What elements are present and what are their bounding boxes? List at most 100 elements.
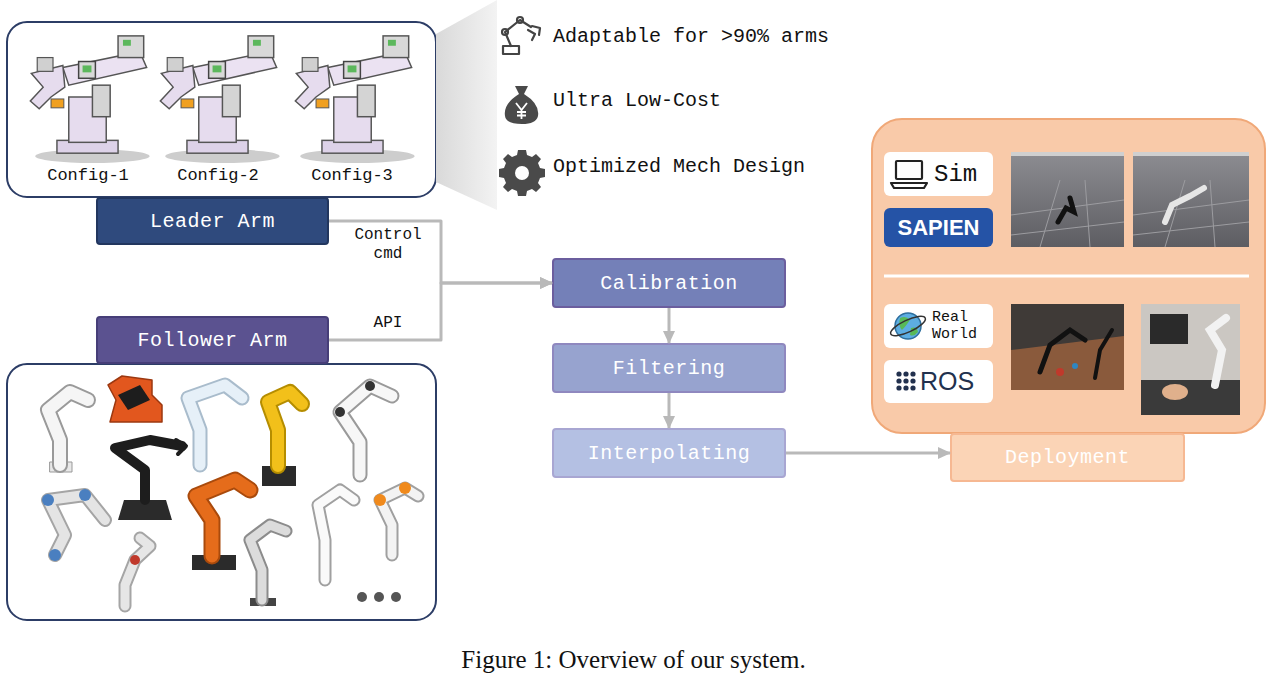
- laptop-icon: [891, 183, 927, 188]
- config-label: Config-3: [302, 166, 402, 185]
- robot-gallery-panel: [7, 364, 436, 620]
- node-text: Interpolating: [588, 442, 751, 465]
- config-panel: [7, 22, 436, 197]
- robot-arm-drawing: [48, 495, 105, 555]
- robot-arm-drawing: [48, 392, 88, 465]
- robot-arm-drawing: [250, 525, 286, 600]
- config-panel: [160, 36, 279, 163]
- gear-icon: [499, 150, 545, 196]
- ros-dots-icon: [896, 378, 901, 383]
- node-text: Filtering: [613, 357, 726, 380]
- robot-arm-drawing: [108, 376, 162, 422]
- robot-arm-drawing: [48, 495, 105, 555]
- feature-text: Adaptable for >90% arms: [553, 25, 829, 48]
- real-world-photo: [1011, 304, 1124, 390]
- sim-screenshot: [1011, 152, 1124, 156]
- config-panel: [30, 36, 149, 163]
- robot-arm-drawing: [340, 386, 392, 475]
- robot-arm-icon: [502, 29, 508, 35]
- robot-arm-drawing: [115, 440, 182, 500]
- robot-arm-drawing: [42, 494, 54, 506]
- deployment-box: Deployment: [950, 433, 1185, 482]
- ros-dots-icon: [896, 385, 901, 390]
- laptop-icon: [896, 161, 922, 179]
- sim-screenshot: [1058, 198, 1074, 222]
- gear-icon: [515, 166, 529, 180]
- ellipsis-dots: [357, 592, 401, 602]
- robot-arm-icon: [528, 30, 535, 40]
- platform-badge: ROS: [884, 360, 993, 403]
- globe-icon: [888, 313, 928, 340]
- robot-arm-drawing: [188, 385, 242, 465]
- robot-arm-drawing: [48, 392, 88, 465]
- robot-arm-drawing: [125, 538, 150, 606]
- config-label: Config-2: [168, 166, 268, 185]
- sim-screenshot: [1165, 188, 1204, 222]
- robot-arm-drawing: [125, 538, 150, 606]
- flow-connector: [329, 221, 552, 283]
- ellipsis-dots: [391, 592, 401, 602]
- node-text: Deployment: [1005, 446, 1130, 469]
- ros-dots-icon: [896, 371, 901, 376]
- ellipsis-dots: [357, 592, 367, 602]
- figure-caption: Figure 1: Overview of our system.: [0, 646, 1267, 674]
- gear-icon: [499, 150, 545, 196]
- callout-fan: [436, 0, 497, 210]
- flow-connector: [668, 308, 671, 343]
- ellipsis-dots: [374, 592, 384, 602]
- leader-arm-box: Leader Arm: [96, 197, 329, 245]
- money-bag-icon: [505, 86, 538, 124]
- robot-arm-drawing: [340, 386, 392, 475]
- node-text: Real World: [932, 309, 990, 343]
- feature-text: Ultra Low-Cost: [553, 89, 721, 112]
- config-panel: [7, 22, 436, 197]
- process-box: Interpolating: [552, 428, 786, 478]
- laptop-icon: [891, 161, 927, 188]
- robot-arm-icon: [532, 26, 540, 35]
- robot-arm-drawing: [196, 480, 250, 556]
- robot-arm-drawing: [176, 440, 186, 454]
- real-world-photo: [1072, 363, 1078, 369]
- node-text: Sim: [934, 161, 977, 188]
- deployment-panel: [872, 119, 1265, 433]
- ros-dots-icon: [903, 385, 908, 390]
- robot-arm-drawing: [268, 392, 302, 466]
- robot-arm-drawing: [335, 407, 345, 417]
- real-world-photo: [1011, 304, 1240, 415]
- robot-arm-drawing: [130, 555, 140, 565]
- platform-badge: Real World: [884, 304, 993, 348]
- globe-icon: [895, 313, 921, 339]
- robot-arm-drawing: [250, 525, 286, 600]
- real-world-photo: [1150, 314, 1188, 344]
- robot-arm-icon: [503, 46, 519, 54]
- robot-arm-icon: [517, 17, 523, 23]
- deployment-panel: [872, 119, 1265, 433]
- robot-arm-icon: [502, 17, 540, 54]
- real-world-photo: [1095, 330, 1112, 378]
- real-world-photo: [1141, 304, 1240, 415]
- money-bag-icon: [505, 86, 538, 124]
- deployment-panel: [884, 275, 1249, 278]
- ros-dots-icon: [910, 385, 915, 390]
- real-world-photo: [1141, 380, 1240, 415]
- process-box: Calibration: [552, 258, 786, 308]
- robot-arm-drawing: [118, 385, 150, 410]
- node-text: SAPIEN: [898, 215, 980, 241]
- globe-icon: [888, 313, 928, 340]
- robot-arm-drawing: [196, 480, 250, 556]
- follower-arm-box: Follower Arm: [96, 316, 329, 364]
- robot-arm-drawing: [380, 488, 418, 555]
- robot-arm-drawing: [268, 392, 302, 466]
- feature-text: Optimized Mech Design: [553, 155, 805, 178]
- robot-arm-drawing: [318, 490, 354, 580]
- robot-arm-drawing: [399, 482, 411, 494]
- ros-dots-icon: [896, 371, 915, 390]
- sim-screenshot: [1011, 180, 1124, 247]
- money-bag-icon: [516, 103, 527, 119]
- process-box: Filtering: [552, 343, 786, 393]
- platform-badge: SAPIEN: [884, 208, 993, 247]
- sim-screenshot: [1011, 152, 1124, 247]
- real-world-photo: [1162, 384, 1188, 400]
- platform-badge: Sim: [884, 152, 993, 196]
